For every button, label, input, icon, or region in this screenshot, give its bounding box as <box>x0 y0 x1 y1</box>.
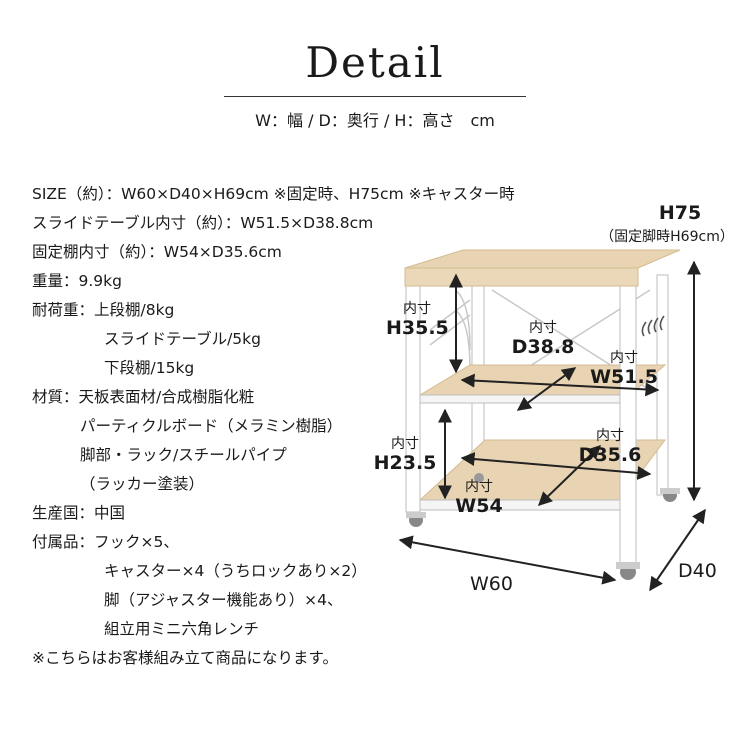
spec-load-lower: 下段棚/15kg <box>104 359 195 377</box>
front-right-leg <box>619 281 637 565</box>
label-h23: 内寸 H23.5 <box>373 436 437 474</box>
slide-table-frame <box>419 394 631 404</box>
hooks-icon <box>641 315 665 337</box>
spec-weight: 重量：9.9kg <box>32 272 122 290</box>
label-h75: H75 <box>658 202 702 224</box>
spec-accessories-3: 脚（アジャスター機能あり）×4、 <box>104 591 343 609</box>
spec-accessories-4: 組立用ミニ六角レンチ <box>104 620 260 638</box>
spec-assembly-note: ※こちらはお客様組み立て商品になります。 <box>32 649 338 667</box>
spec-size: SIZE（約）：W60×D40×H69cm ※固定時、H75cm ※キャスター時 <box>32 185 515 203</box>
spec-origin: 生産国：中国 <box>32 504 126 522</box>
label-d40: D40 <box>678 560 717 582</box>
spec-accessories-2: キャスター×4（うちロックあり×2） <box>104 562 367 580</box>
d40-arrow <box>649 508 706 592</box>
top-board-front <box>404 267 639 287</box>
spec-material-4: （ラッカー塗装） <box>80 475 205 493</box>
page-title: Detail <box>305 38 445 87</box>
spec-material-2: パーティクルボード（メラミン樹脂） <box>80 417 343 435</box>
top-board <box>404 249 681 269</box>
spec-load-upper: 耐荷重：上段棚/8kg <box>32 301 175 319</box>
label-h75-note: （固定脚時H69cm） <box>600 229 734 245</box>
title-underline <box>224 96 526 97</box>
spec-load-slide: スライドテーブル/5kg <box>104 330 261 348</box>
w60-arrow <box>398 535 617 585</box>
label-d38: 内寸 D38.8 <box>511 320 575 358</box>
label-h35: 内寸 H35.5 <box>386 301 449 339</box>
label-w54: 内寸 W54 <box>455 479 503 517</box>
label-w51: 内寸 W51.5 <box>590 350 658 388</box>
spec-material: 材質：天板表面材/合成樹脂化粧 <box>32 388 255 406</box>
spec-material-3: 脚部・ラック/スチールパイプ <box>80 446 287 464</box>
spec-accessories: 付属品：フック×5、 <box>32 533 179 551</box>
w51-arrow <box>460 373 660 397</box>
label-d35: 内寸 D35.6 <box>578 428 642 466</box>
dimension-arrows <box>398 260 706 592</box>
spec-slide-table-inner: スライドテーブル内寸（約）：W51.5×D38.8cm <box>32 214 374 232</box>
dimension-legend: W：幅 / D：奥行 / H：高さ cm <box>255 111 495 130</box>
w54-arrow <box>460 452 652 480</box>
label-w60: W60 <box>470 573 513 595</box>
spec-fixed-shelf-inner: 固定棚内寸（約）：W54×D35.6cm <box>32 243 282 261</box>
